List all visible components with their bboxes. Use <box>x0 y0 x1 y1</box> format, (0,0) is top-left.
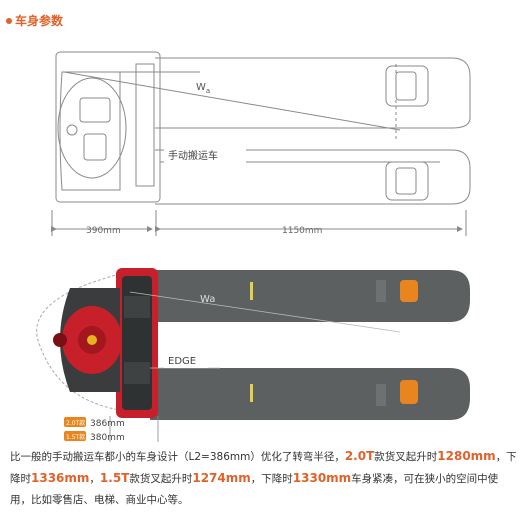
chassis-plate-top <box>124 296 150 318</box>
description-paragraph: 比一般的手动搬运车都小的车身设计（L2=386mm）优化了转弯半径，2.0T款货… <box>10 446 518 511</box>
top-fork-upper <box>155 57 471 129</box>
desc-text-1: 比一般的手动搬运车都小的车身设计（L2=386mm）优化了转弯半径， <box>10 451 345 463</box>
desc-text-7: 车身紧凑，可在狭小的空间中使用，比如零售店、电梯、商业中心等。 <box>10 473 499 506</box>
top-label-bg <box>164 147 246 163</box>
top-angle-line <box>63 71 401 131</box>
desc-text-5: 款货叉起升时 <box>129 473 193 485</box>
top-frame-rail <box>135 63 155 187</box>
legend-row-2: 1.5T款 380mm <box>64 431 125 443</box>
legend-value-2: 380mm <box>90 433 125 443</box>
angle-label: Wa <box>196 82 210 95</box>
desc-highlight-2: 1280mm <box>437 449 496 463</box>
fork-upper <box>150 270 470 322</box>
load-wheel-lower <box>400 380 418 404</box>
chassis-plate-bottom <box>124 362 150 384</box>
fork-lower-marker <box>250 384 253 402</box>
desc-text-6: ，下降时 <box>250 473 293 485</box>
load-wheel-upper <box>400 280 418 302</box>
top-fork-lower <box>155 149 471 205</box>
pump-center <box>87 335 97 345</box>
desc-text-2: 款货叉起升时 <box>374 451 438 463</box>
wa-label: Wa <box>200 294 215 305</box>
dim-left-label: 390mm <box>86 226 121 236</box>
top-view-drawing <box>51 51 471 236</box>
desc-highlight-5: 1274mm <box>192 471 251 485</box>
fork-upper-slot <box>376 280 386 302</box>
legend-value-1: 386mm <box>90 419 125 429</box>
legend-badge-1 <box>64 417 86 427</box>
top-load-wheel-upper <box>385 65 429 107</box>
legend-badge-2-text: 1.5T款 <box>66 433 85 441</box>
bottom-view-drawing <box>36 268 470 442</box>
desc-highlight-3: 1336mm <box>31 471 90 485</box>
desc-highlight-6: 1330mm <box>292 471 352 485</box>
steer-wheel <box>53 333 67 347</box>
top-pump-lower <box>83 133 107 161</box>
desc-text-4: ， <box>89 473 100 485</box>
desc-highlight-4: 1.5T <box>99 471 130 485</box>
top-bolt <box>66 124 78 136</box>
top-body-inner <box>59 71 121 191</box>
top-body-outline <box>55 51 161 203</box>
top-pump-block <box>79 97 111 123</box>
fork-lower <box>150 368 470 420</box>
fork-lower-slot <box>376 384 386 406</box>
desc-highlight-1: 2.0T <box>344 449 375 463</box>
top-load-wheel-upper-inner <box>395 71 417 101</box>
wa-ref-line <box>129 291 401 333</box>
heading-bullet-icon <box>6 17 12 24</box>
top-load-wheel-lower-inner <box>395 167 417 195</box>
legend-row-1: 2.0T款 386mm <box>64 417 125 429</box>
section-heading: 车身参数 <box>6 12 63 29</box>
edge-label: EDGE <box>168 356 196 367</box>
top-steer-housing <box>57 77 127 179</box>
top-view-label: 手动搬运车 <box>168 149 218 162</box>
edge-label-bg <box>164 352 208 368</box>
dim-right-label: 1150mm <box>282 226 322 236</box>
legend-badge-2 <box>64 431 86 441</box>
section-heading-text: 车身参数 <box>15 14 64 28</box>
desc-text-3: ，下降时 <box>10 451 517 485</box>
legend-badge-1-text: 2.0T款 <box>66 419 85 427</box>
fork-upper-marker <box>250 282 253 300</box>
